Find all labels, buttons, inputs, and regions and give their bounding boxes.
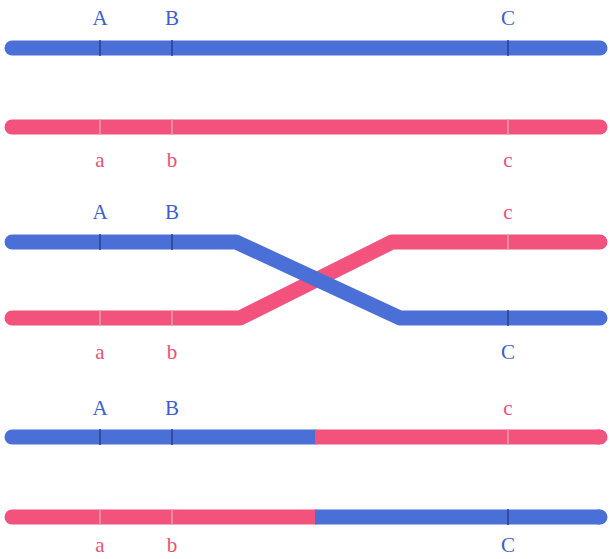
gene-label: B: [165, 202, 179, 223]
gene-label: a: [95, 535, 104, 556]
gene-label: b: [167, 535, 178, 556]
gene-label: A: [92, 398, 107, 419]
blue-segment-end: [599, 510, 600, 525]
red-chromatid-crossing: [12, 242, 600, 318]
gene-locus-marks: [100, 40, 508, 525]
gene-label: C: [501, 342, 515, 363]
gene-label: a: [95, 150, 104, 171]
blue-chromatid-crossing: [12, 242, 600, 318]
red-segment: [12, 510, 315, 525]
red-segment-end: [599, 430, 600, 445]
gene-label: b: [167, 342, 178, 363]
blue-chromosome: [12, 41, 600, 56]
gene-label: c: [503, 398, 512, 419]
gene-locus-marks: [100, 119, 508, 525]
gene-label: a: [95, 342, 104, 363]
blue-segment: [12, 430, 315, 445]
gene-label: B: [165, 8, 179, 29]
gene-label: c: [503, 150, 512, 171]
gene-label: C: [501, 8, 515, 29]
red-chromosome: [12, 120, 600, 135]
gene-label: C: [501, 535, 515, 556]
gene-label: B: [165, 398, 179, 419]
gene-label: A: [92, 8, 107, 29]
blue-segment: [315, 510, 600, 525]
gene-label: c: [503, 202, 512, 223]
red-segment: [315, 430, 600, 445]
gene-label: b: [167, 150, 178, 171]
gene-label: A: [92, 202, 107, 223]
